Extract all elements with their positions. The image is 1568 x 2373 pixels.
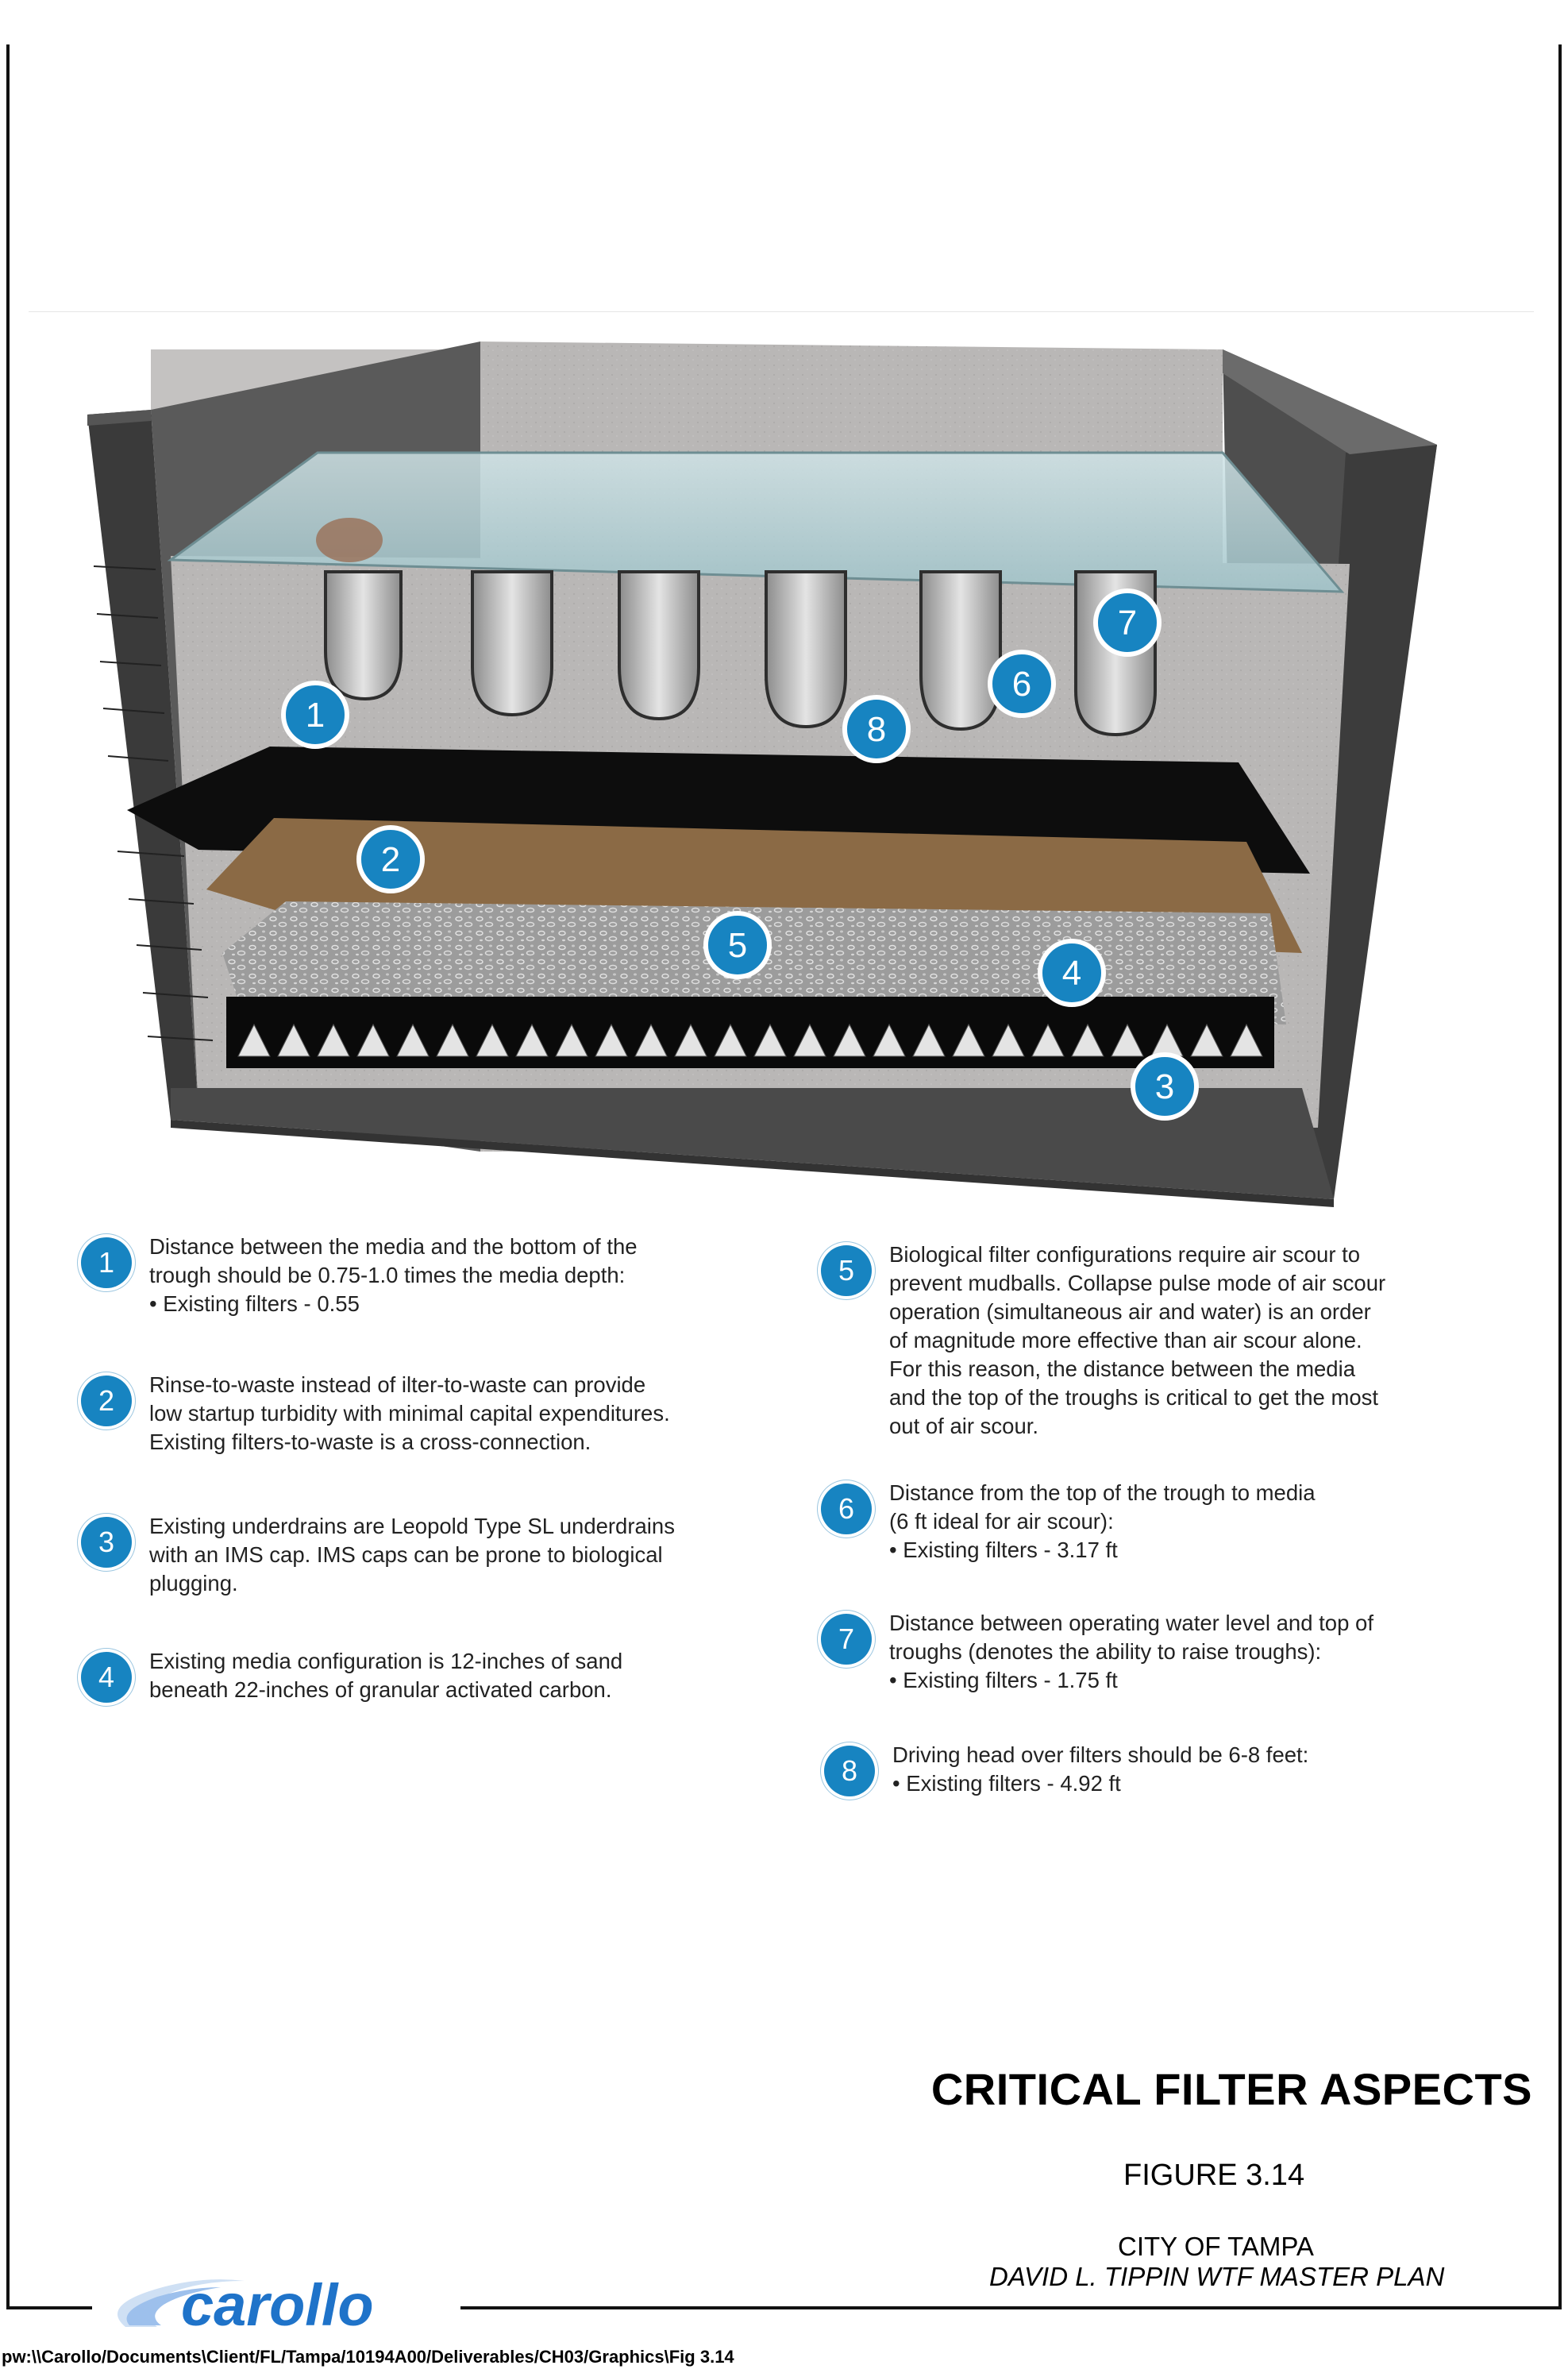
frame-bottom-border [6, 2306, 92, 2309]
figure-title: CRITICAL FILTER ASPECTS [930, 2064, 1532, 2114]
svg-text:3: 3 [1155, 1067, 1174, 1106]
note-line: • Existing filters - 0.55 [149, 1291, 360, 1316]
note-line: Driving head over filters should be 6-8 … [892, 1742, 1309, 1767]
note-line: Existing underdrains are Leopold Type SL… [149, 1514, 675, 1538]
note-line: Rinse-to-waste instead of ilter-to-waste… [149, 1372, 646, 1397]
note-line: plugging. [149, 1571, 238, 1596]
svg-text:4: 4 [1062, 954, 1081, 993]
note-line: • Existing filters - 1.75 ft [889, 1668, 1118, 1692]
note-line: and the top of the troughs is critical t… [889, 1385, 1379, 1410]
note-line: Biological filter configurations require… [889, 1242, 1361, 1267]
callout-5: 5 [703, 911, 772, 979]
svg-text:8: 8 [867, 710, 886, 749]
note-line: Distance between operating water level a… [889, 1611, 1373, 1635]
figure-number: FIGURE 3.14 [1123, 2159, 1305, 2192]
note-number-badge: 4 [81, 1652, 132, 1703]
note-line: out of air scour. [889, 1414, 1039, 1438]
note-line: Distance between the media and the botto… [149, 1234, 638, 1259]
note-line: troughs (denotes the ability to raise tr… [889, 1639, 1322, 1664]
file-path-footer: pw:\\Carollo/Documents\Client/FL/Tampa/1… [2, 2347, 734, 2367]
note-line: Distance from the top of the trough to m… [889, 1480, 1316, 1505]
callout-8: 8 [842, 695, 911, 763]
note-line: (6 ft ideal for air scour): [889, 1509, 1114, 1534]
svg-text:7: 7 [1118, 604, 1137, 642]
note-line: with an IMS cap. IMS caps can be prone t… [149, 1542, 663, 1567]
svg-text:1: 1 [306, 696, 325, 735]
note-number-badge: 8 [824, 1746, 875, 1796]
note-text: Distance from the top of the trough to m… [889, 1479, 1316, 1565]
note-text: Distance between the media and the botto… [149, 1233, 638, 1318]
project-name: DAVID L. TIPPIN WTF MASTER PLAN [989, 2262, 1445, 2291]
note-number-badge: 3 [81, 1517, 132, 1568]
note-number-badge: 5 [821, 1245, 872, 1296]
note-number-badge: 7 [821, 1614, 872, 1665]
note-number-badge: 2 [81, 1376, 132, 1426]
note-line: trough should be 0.75-1.0 times the medi… [149, 1263, 626, 1287]
note-text: Existing underdrains are Leopold Type SL… [149, 1512, 675, 1598]
client-name: CITY OF TAMPA [1118, 2232, 1314, 2261]
note-line: prevent mudballs. Collapse pulse mode of… [889, 1271, 1386, 1295]
note-text: Driving head over filters should be 6-8 … [892, 1741, 1308, 1798]
callout-4: 4 [1038, 939, 1106, 1007]
svg-text:carollo: carollo [181, 2272, 374, 2338]
callout-6: 6 [988, 650, 1056, 718]
svg-text:5: 5 [728, 926, 747, 965]
note-text: Biological filter configurations require… [889, 1241, 1385, 1441]
note-line: Existing media configuration is 12-inche… [149, 1649, 623, 1673]
top-divider [29, 311, 1534, 312]
note-line: low startup turbidity with minimal capit… [149, 1401, 670, 1426]
filter-cutaway-diagram: 1 2 3 4 5 6 7 8 [87, 341, 1437, 1207]
note-line: Existing filters-to-waste is a cross-con… [149, 1430, 591, 1454]
note-line: beneath 22-inches of granular activated … [149, 1677, 612, 1702]
note-number-badge: 1 [81, 1237, 132, 1288]
callout-1: 1 [281, 681, 349, 749]
callout-3: 3 [1131, 1052, 1199, 1121]
frame-left-border [6, 44, 10, 2308]
svg-text:6: 6 [1012, 665, 1031, 704]
note-line: operation (simultaneous air and water) i… [889, 1299, 1371, 1324]
note-text: Distance between operating water level a… [889, 1609, 1373, 1695]
frame-bottom-border-right [460, 2306, 1562, 2309]
note-text: Existing media configuration is 12-inche… [149, 1647, 622, 1704]
carollo-logo: carollo [118, 2272, 374, 2338]
svg-text:2: 2 [381, 840, 400, 879]
note-line: For this reason, the distance between th… [889, 1356, 1356, 1381]
callout-7: 7 [1093, 588, 1162, 657]
note-line: of magnitude more effective than air sco… [889, 1328, 1362, 1352]
frame-right-border [1558, 44, 1562, 2308]
note-line: • Existing filters - 4.92 ft [892, 1771, 1121, 1796]
note-number-badge: 6 [821, 1484, 872, 1534]
note-text: Rinse-to-waste instead of ilter-to-waste… [149, 1371, 670, 1457]
callout-2: 2 [356, 825, 425, 893]
note-line: • Existing filters - 3.17 ft [889, 1538, 1118, 1562]
